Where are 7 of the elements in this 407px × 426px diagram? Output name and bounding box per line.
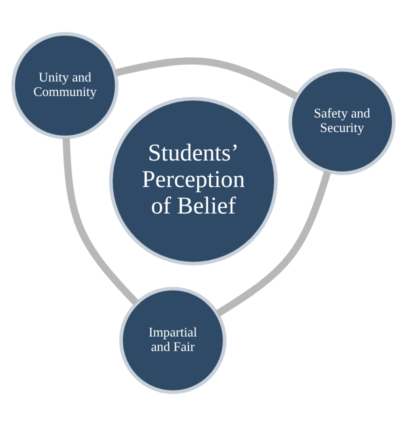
connector xyxy=(114,57,298,100)
connector xyxy=(62,138,139,306)
node-circle: Students’ Perception of Belief xyxy=(109,96,278,266)
node-circle: Unity and Community xyxy=(11,32,119,140)
connector xyxy=(216,170,332,317)
node-circle: Impartial and Fair xyxy=(119,286,226,394)
node-circle: Safety and Security xyxy=(288,68,396,176)
